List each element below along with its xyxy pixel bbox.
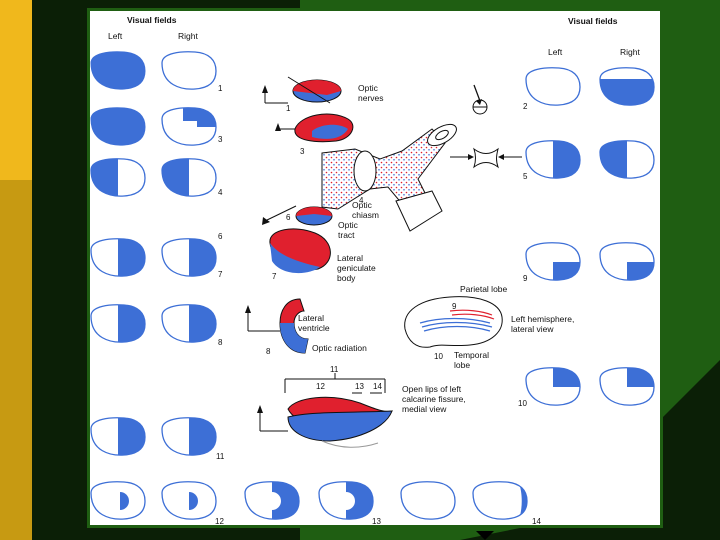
chiasm-arrow-glyph (472, 84, 488, 115)
field-2-right (599, 67, 655, 106)
eye-label-left: Left (108, 31, 123, 41)
field-3-left (90, 107, 146, 146)
slide-marker-triangle (476, 531, 494, 540)
lateral-geniculate-body (269, 228, 331, 274)
field-14-left (400, 481, 456, 520)
label-optic-tract-1: Optic (338, 220, 359, 230)
label-optic-chiasm-2: chiasm (352, 210, 379, 220)
label-temporal-lobe-2: lobe (454, 360, 470, 370)
pathway-number-11: 11 (330, 365, 339, 374)
field-7-left (90, 238, 146, 277)
field-5-left (525, 140, 581, 179)
calcarine-fissure (287, 396, 393, 448)
visual-fields-header-right: Visual fields (568, 16, 618, 26)
pathway-number-6: 6 (286, 213, 291, 222)
optic-nerve-right-cut (294, 113, 354, 143)
field-number-4: 4 (218, 188, 223, 197)
field-1-right (161, 51, 217, 90)
field-11-right (161, 417, 217, 456)
pathway-number-12: 12 (316, 382, 325, 391)
background-left-band-top (0, 0, 32, 180)
field-number-11: 11 (216, 452, 225, 461)
label-lgb-1: Lateral (337, 253, 363, 263)
field-number-12: 12 (215, 517, 224, 526)
background-left-band-bottom (0, 180, 32, 540)
field-3-right (161, 107, 217, 146)
pathway-number-10: 10 (434, 352, 443, 361)
field-number-5: 5 (523, 172, 528, 181)
field-2-left (525, 67, 581, 106)
optic-radiation (279, 298, 309, 354)
label-left-hemisphere-1: Left hemisphere, (511, 314, 574, 324)
label-left-hemisphere-2: lateral view (511, 324, 554, 334)
field-12-left (90, 481, 146, 520)
field-4-right (161, 158, 217, 197)
field-4-left (90, 158, 146, 197)
field-12-right (161, 481, 217, 520)
field-number-14: 14 (532, 517, 541, 526)
field-1-left (90, 51, 146, 90)
label-lgb-2: geniculate (337, 263, 376, 273)
background-dark-strip (32, 0, 90, 540)
label-calcarine-2: calcarine fissure, (402, 394, 466, 404)
label-optic-chiasm-1: Optic (352, 200, 373, 210)
field-8-right (161, 304, 217, 343)
field-number-6: 6 (218, 232, 223, 241)
chiasm-compression-glyph (450, 147, 522, 169)
label-lateral-ventricle-2: ventricle (298, 323, 330, 333)
optic-nerve-left (287, 76, 342, 104)
field-11-left (90, 417, 146, 456)
label-temporal-lobe-1: Temporal (454, 350, 489, 360)
field-number-2: 2 (523, 102, 528, 111)
eye-label-right-2: Right (620, 47, 640, 57)
field-number-10: 10 (518, 399, 527, 408)
label-calcarine-1: Open lips of left (402, 384, 462, 394)
field-14-right (472, 481, 528, 520)
pathway-number-7: 7 (272, 272, 277, 281)
label-nerves: nerves (358, 93, 384, 103)
pathway-number-1: 1 (286, 104, 291, 113)
field-number-13: 13 (372, 517, 381, 526)
field-number-7: 7 (218, 270, 223, 279)
label-lgb-3: body (337, 273, 356, 283)
eye-label-left-2: Left (548, 47, 563, 57)
label-optic-tract-2: tract (338, 230, 355, 240)
field-number-3: 3 (218, 135, 223, 144)
field-9-right (599, 242, 655, 281)
field-number-1: 1 (218, 84, 223, 93)
field-13-left (244, 481, 300, 520)
figure-canvas: Visual fields Visual fields Left Right L… (90, 15, 655, 526)
field-10-right (599, 367, 655, 406)
field-10-left (525, 367, 581, 406)
field-13-right (318, 481, 374, 520)
calcarine-brackets (284, 373, 386, 394)
pathway-number-9: 9 (452, 302, 457, 311)
pathway-number-8: 8 (266, 347, 271, 356)
field-5-right (599, 140, 655, 179)
label-lateral-ventricle-1: Lateral (298, 313, 324, 323)
label-calcarine-3: medial view (402, 404, 447, 414)
field-8-left (90, 304, 146, 343)
label-optic: Optic (358, 83, 379, 93)
pathway-number-4: 4 (359, 196, 364, 205)
pathway-number-3: 3 (300, 147, 305, 156)
field-9-left (525, 242, 581, 281)
field-7-right (161, 238, 217, 277)
brain-lateral-view (404, 296, 503, 348)
pathway-number-13: 13 (355, 382, 364, 391)
field-number-9: 9 (523, 274, 528, 283)
visual-field-figure: Visual fields Visual fields Left Right L… (87, 8, 663, 528)
eye-label-right: Right (178, 31, 198, 41)
visual-fields-header-left: Visual fields (127, 15, 177, 25)
label-optic-radiation: Optic radiation (312, 343, 367, 353)
optic-tract (295, 206, 333, 226)
field-number-8: 8 (218, 338, 223, 347)
pathway-number-14: 14 (373, 382, 382, 391)
label-parietal-lobe: Parietal lobe (460, 284, 508, 294)
optic-chiasm (321, 123, 457, 232)
